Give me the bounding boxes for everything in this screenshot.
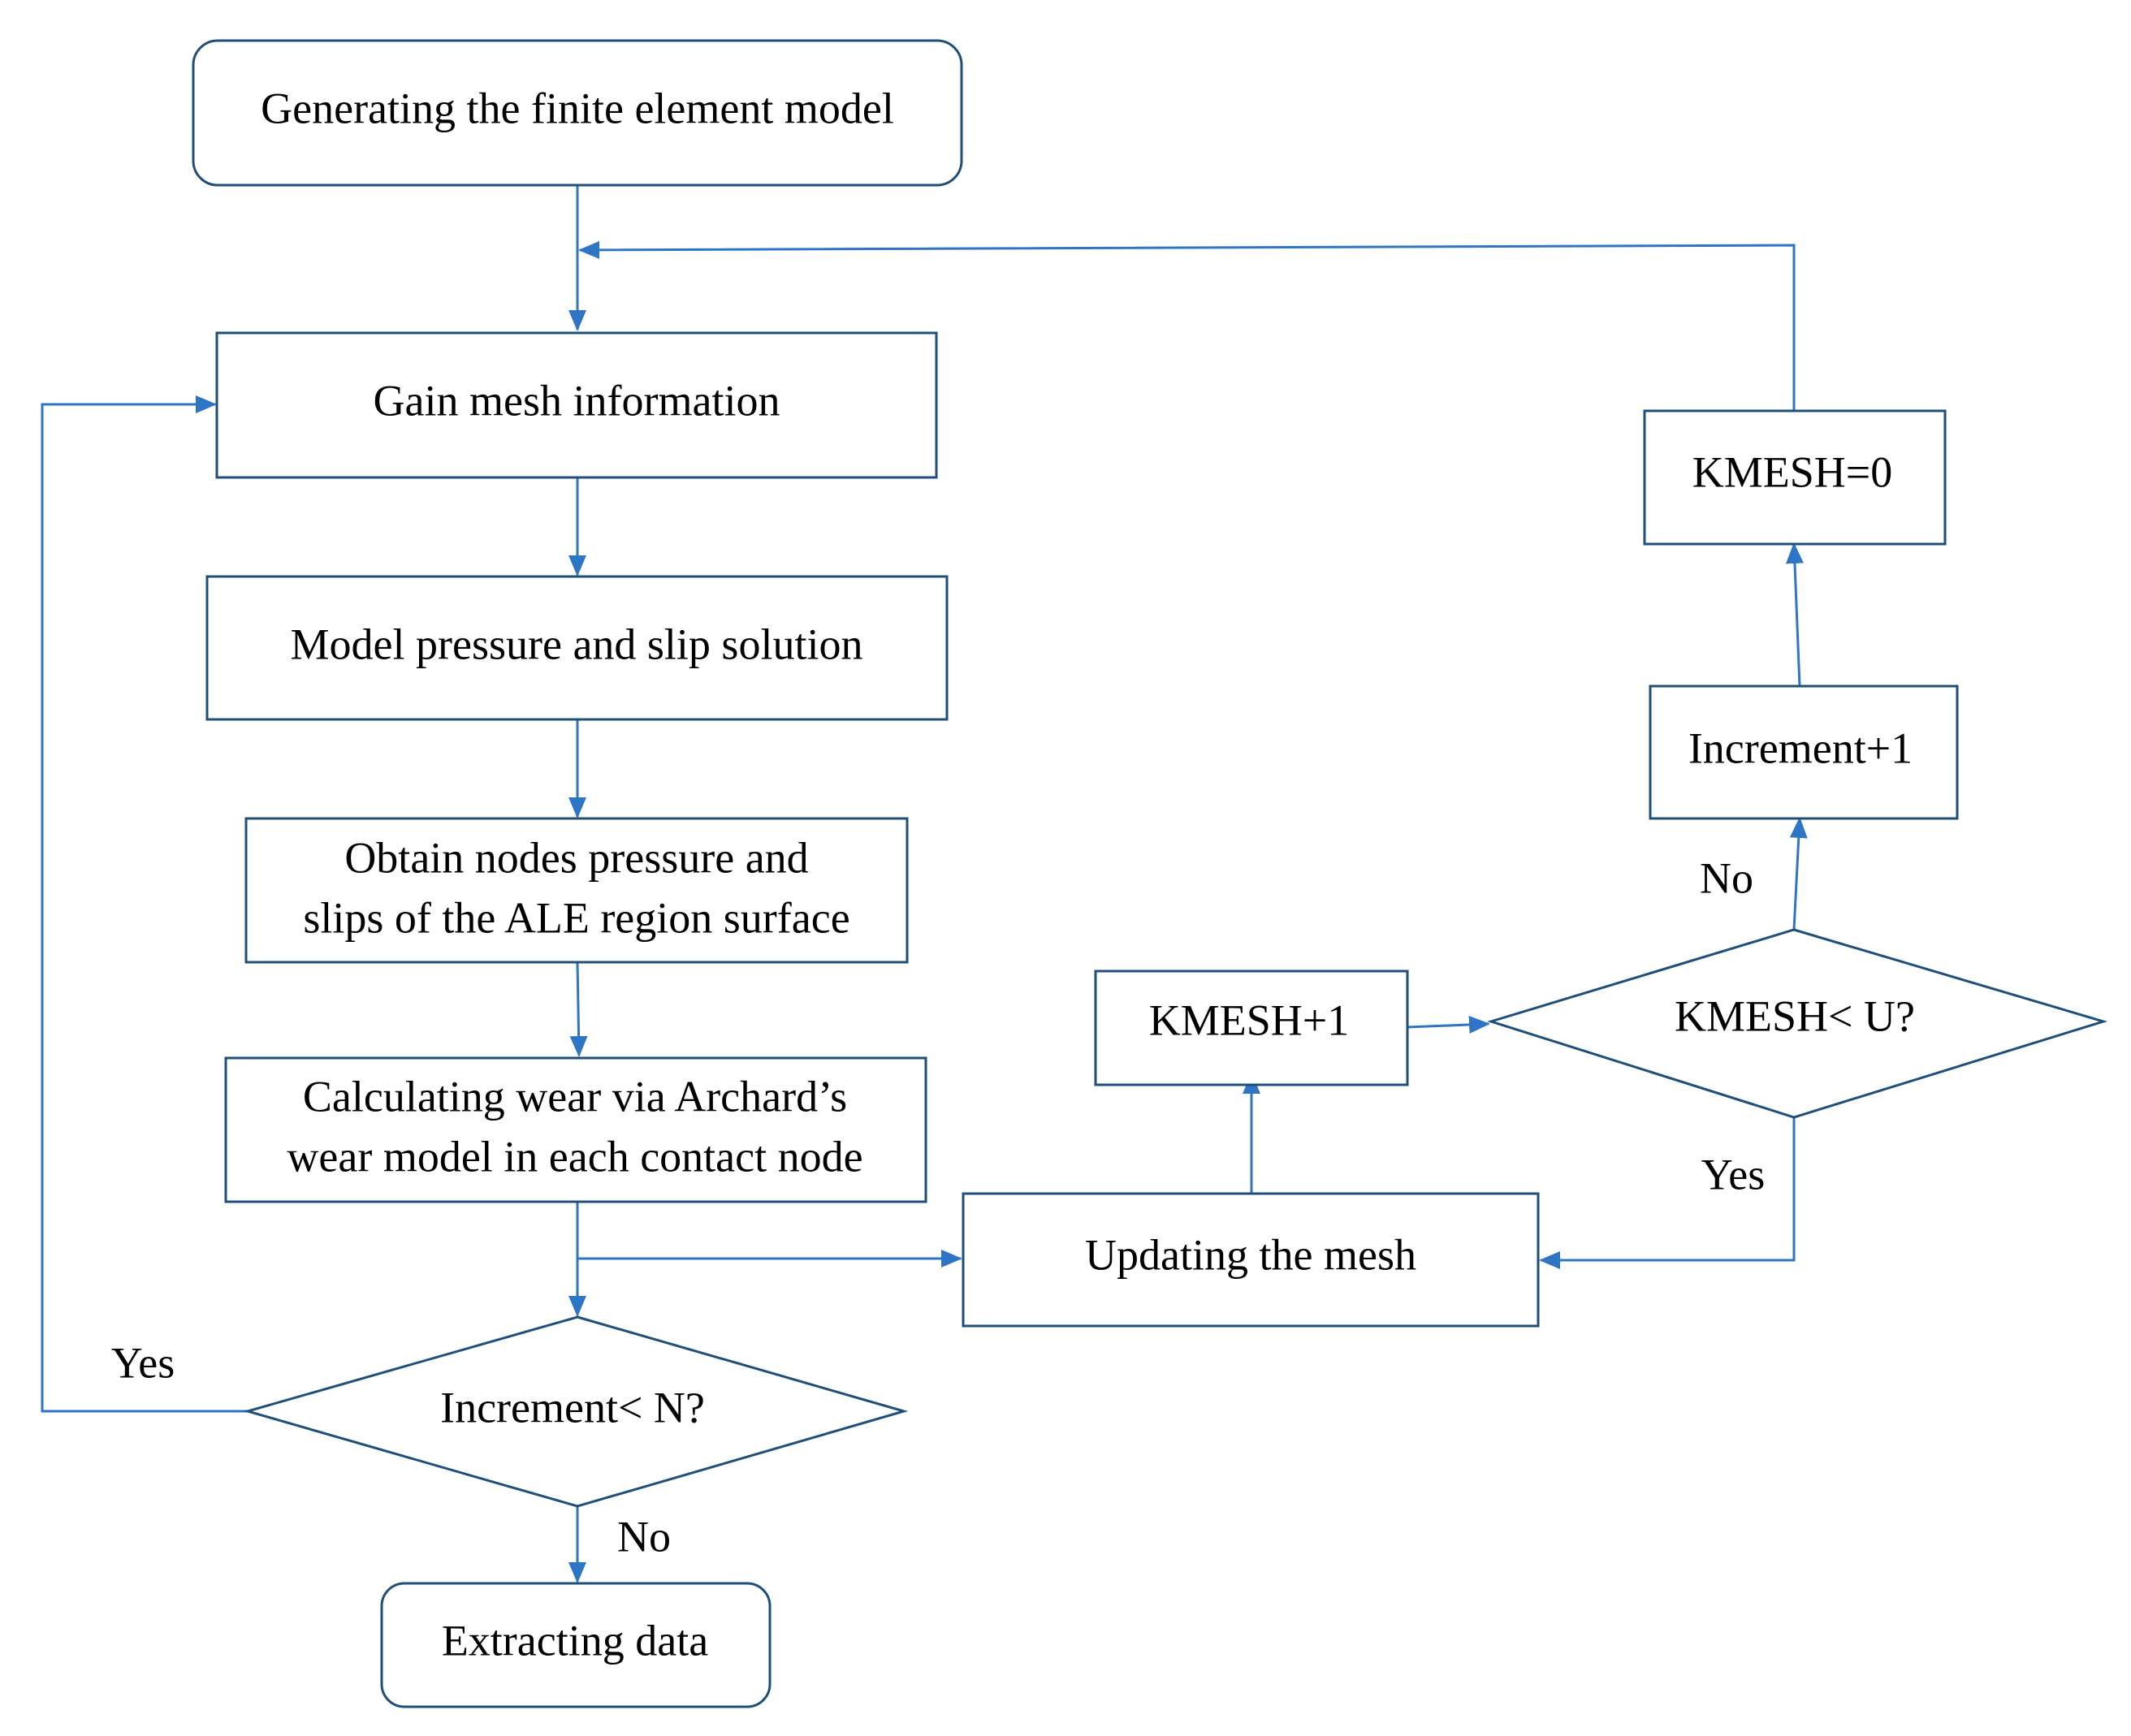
edge-incplus-to-kmeshreset: [1785, 542, 1804, 687]
edge-increment-yes: [41, 395, 248, 1413]
node-increment-plus-text: Increment+1: [1688, 723, 1913, 772]
label-kmesh-yes: Yes: [1701, 1150, 1766, 1198]
node-increment-check-text: Increment< N?: [440, 1383, 705, 1432]
node-kmesh-plus: KMESH+1: [1094, 969, 1409, 1086]
edge-kmeshcheck-yes: [1539, 1117, 1796, 1269]
edge-kmeshreset-to-gain: [578, 240, 1796, 411]
label-increment-yes: Yes: [111, 1338, 175, 1387]
node-calc-wear-line1: Calculating wear via Archard’s: [303, 1072, 847, 1121]
label-increment-no: No: [617, 1512, 671, 1561]
node-model-pressure: Model pressure and slip solution: [205, 575, 949, 721]
edge-obtain-to-calc: [569, 961, 588, 1057]
node-extracting-data-text: Extracting data: [442, 1616, 708, 1665]
node-kmesh-reset: KMESH=0: [1643, 409, 1947, 546]
node-gain-mesh-text: Gain mesh information: [374, 376, 780, 425]
node-obtain-nodes-line2: slips of the ALE region surface: [303, 893, 849, 942]
node-model-pressure-text: Model pressure and slip solution: [291, 620, 863, 668]
node-increment-check: Increment< N?: [243, 1315, 909, 1508]
node-generate-model: Generating the finite element model: [192, 39, 963, 187]
node-calc-wear: Calculating wear via Archard’s wear mode…: [224, 1056, 927, 1203]
node-obtain-nodes-line1: Obtain nodes pressure and: [344, 833, 808, 882]
edge-kmeshplus-to-check: [1407, 1015, 1490, 1034]
node-obtain-nodes: Obtain nodes pressure and slips of the A…: [244, 817, 909, 964]
node-updating-mesh-text: Updating the mesh: [1085, 1230, 1416, 1279]
node-gain-mesh: Gain mesh information: [215, 331, 938, 479]
node-kmesh-check: KMESH< U?: [1486, 928, 2108, 1119]
node-updating-mesh: Updating the mesh: [962, 1192, 1540, 1328]
edges: [41, 185, 1808, 1583]
node-increment-plus: Increment+1: [1649, 684, 1959, 820]
node-calc-wear-line2: wear model in each contact node: [287, 1132, 862, 1181]
node-kmesh-reset-text: KMESH=0: [1692, 447, 1892, 496]
node-kmesh-plus-text: KMESH+1: [1149, 995, 1349, 1044]
node-generate-model-text: Generating the finite element model: [261, 84, 894, 132]
label-kmesh-no: No: [1700, 853, 1753, 902]
node-extracting-data: Extracting data: [380, 1582, 772, 1708]
node-kmesh-check-text: KMESH< U?: [1675, 991, 1915, 1040]
edge-kmeshcheck-no: [1789, 817, 1808, 931]
